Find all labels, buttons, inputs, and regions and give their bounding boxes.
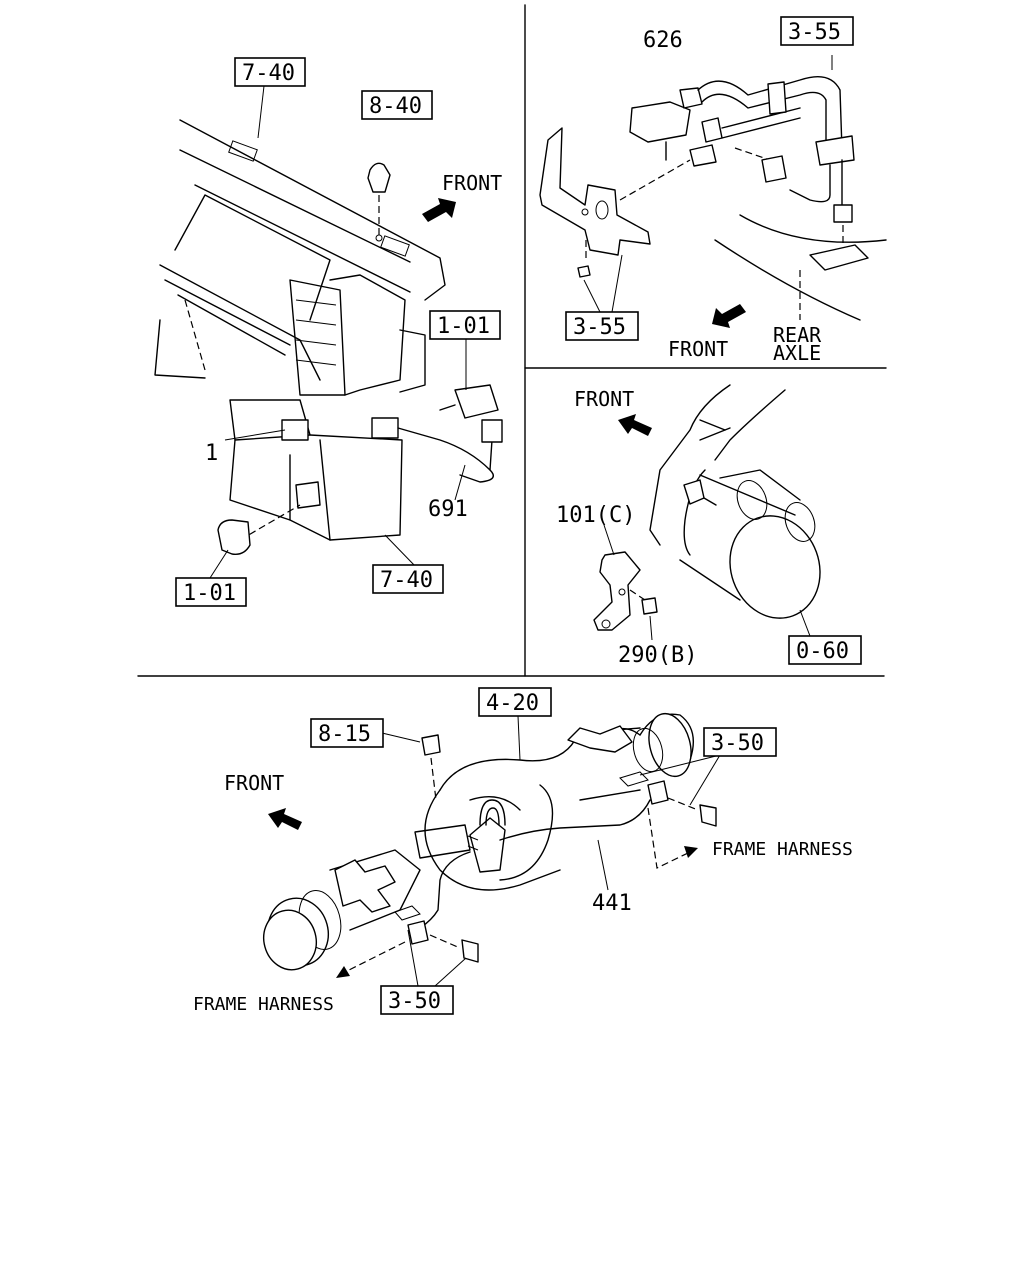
rear-axle-harness-illustration [263,712,721,987]
callout-7-40-bottom: 7-40 [380,568,433,593]
part-number-441: 441 [592,891,632,916]
callout-box-8-15 [310,718,384,748]
part-number-691: 691 [428,497,468,522]
callout-box-0-60 [788,635,862,665]
callout-3-50-bottom: 3-50 [388,989,441,1014]
callout-1-01-bottom: 1-01 [183,581,236,606]
axle-label: AXLE [773,341,821,365]
callout-8-40: 8-40 [369,94,422,119]
callout-box-3-55-top [780,16,854,46]
front-direction-label-2: FRONT [668,337,728,361]
callout-7-40-top: 7-40 [242,61,295,86]
front-direction-label-1: FRONT [442,171,502,195]
callout-box-8-40 [361,90,433,120]
part-number-1: 1 [205,441,218,466]
front-direction-label-3: FRONT [574,387,634,411]
callout-0-60: 0-60 [796,639,849,664]
motor-bracket-illustration [593,384,821,641]
callout-box-3-50-bottom [380,985,454,1015]
callout-box-7-40-top [234,57,306,87]
callout-1-01-switch: 1-01 [437,314,490,339]
callout-8-15: 8-15 [318,722,371,747]
callout-3-50-right: 3-50 [711,731,764,756]
callout-box-1-01-bottom [175,577,247,607]
part-number-290b: 290(B) [618,643,697,668]
front-direction-label-4: FRONT [224,771,284,795]
callout-3-55-top: 3-55 [788,20,841,45]
frame-harness-label-left: FRAME HARNESS [193,994,334,1015]
rear-label: REAR [773,323,822,347]
callout-3-55-bottom: 3-55 [573,315,626,340]
callout-box-3-55-bottom [565,311,639,341]
panel-dividers [137,4,887,677]
valve-bracket-illustration [539,55,887,328]
part-number-626: 626 [643,28,683,53]
callout-box-1-01-switch [429,310,501,340]
frame-harness-label-right: FRAME HARNESS [712,839,853,860]
callout-4-20: 4-20 [486,691,539,716]
callout-box-7-40-bottom [372,564,444,594]
callout-box-4-20 [478,687,552,717]
callout-box-3-50-right [703,727,777,757]
dashboard-illustration [154,85,503,579]
part-number-101c: 101(C) [556,503,635,528]
